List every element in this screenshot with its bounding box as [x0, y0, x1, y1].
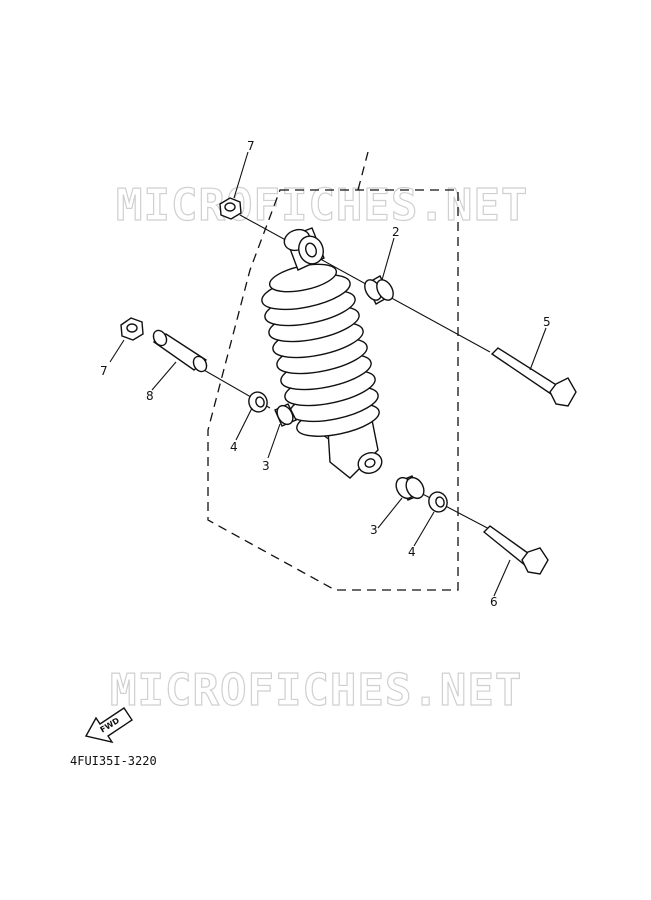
- shock-absorber: [261, 227, 383, 479]
- callout-7-upper: 7: [247, 139, 255, 153]
- diagram-code: 4FUI35I-3220: [70, 754, 157, 768]
- watermark-bottom: MICROFICHES.NET: [110, 665, 522, 716]
- bolt-6: [482, 525, 549, 575]
- callout-2: 2: [392, 225, 400, 239]
- callout-3-left: 3: [262, 459, 270, 473]
- callout-4-right: 4: [408, 545, 416, 559]
- collar-2: [364, 275, 394, 305]
- callout-5: 5: [543, 315, 551, 329]
- nut-7-upper: [219, 197, 242, 220]
- collar-3-left: [274, 403, 297, 427]
- fwd-arrow-icon: FWD: [84, 707, 133, 744]
- callout-8: 8: [146, 389, 154, 403]
- washer-4-right: [428, 491, 448, 513]
- leader-lines: [109, 151, 547, 597]
- bolt-5: [490, 347, 577, 407]
- lower-axis-line: [414, 489, 496, 533]
- assembly-outline-leader: [357, 151, 369, 191]
- nut-7-left: [120, 317, 144, 341]
- collar-3-right: [395, 475, 425, 501]
- watermark-top: MICROFICHES.NET: [116, 180, 528, 231]
- spacer-8: [152, 329, 208, 373]
- callout-4-left: 4: [230, 440, 238, 454]
- spring-coils: [261, 263, 380, 437]
- callout-7-left: 7: [100, 364, 108, 378]
- callout-3-right: 3: [370, 523, 378, 537]
- callout-6: 6: [490, 595, 498, 609]
- washer-4-left: [248, 391, 268, 413]
- assembly-outline: [207, 189, 459, 591]
